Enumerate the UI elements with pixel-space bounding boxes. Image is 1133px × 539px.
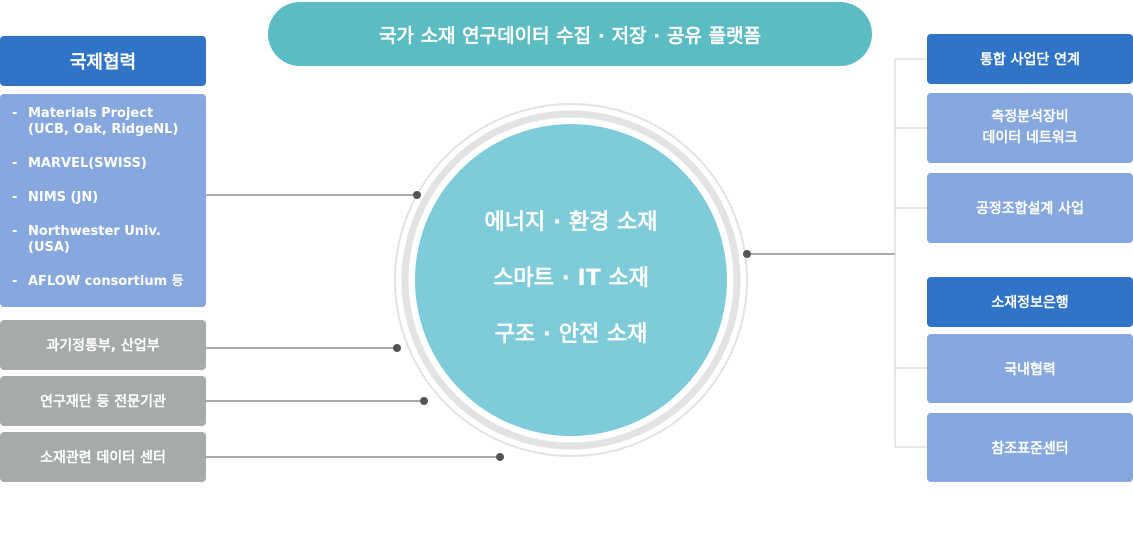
partner-box: 연구재단 등 전문기관 — [0, 376, 206, 426]
international-header: 국제협력 — [0, 36, 206, 86]
list-item: -MARVEL(SWISS) — [12, 156, 147, 171]
group1-item: 측정분석장비 데이터 네트워크 — [927, 93, 1133, 163]
connector-dot — [413, 191, 421, 199]
center-item: 구조 · 안전 소재 — [494, 322, 648, 347]
center-material-list: 에너지 · 환경 소재 스마트 · IT 소재 구조 · 안전 소재 — [415, 195, 727, 363]
list-item: -Materials Project (UCB, Oak, RidgeNL) — [12, 106, 179, 137]
partner-box: 과기정통부, 산업부 — [0, 320, 206, 370]
connector-dot — [393, 344, 401, 352]
group2-item: 참조표준센터 — [927, 413, 1133, 482]
international-list: -Materials Project (UCB, Oak, RidgeNL) -… — [0, 94, 206, 307]
list-item: -AFLOW consortium 등 — [12, 274, 184, 289]
list-item: -NIMS (JN) — [12, 190, 99, 205]
center-item: 스마트 · IT 소재 — [493, 266, 649, 291]
group2-header: 소재정보은행 — [927, 277, 1133, 327]
connector-dot — [496, 453, 504, 461]
platform-title: 국가 소재 연구데이터 수집 · 저장 · 공유 플랫폼 — [268, 2, 872, 66]
connector-dot — [420, 397, 428, 405]
group1-item: 공정조합설계 사업 — [927, 173, 1133, 243]
partner-box: 소재관련 데이터 센터 — [0, 432, 206, 482]
center-item: 에너지 · 환경 소재 — [484, 210, 658, 235]
group2-item: 국내협력 — [927, 334, 1133, 403]
list-item: -Northwester Univ. (USA) — [12, 224, 161, 255]
group1-header: 통합 사업단 연계 — [927, 34, 1133, 84]
center-circle — [415, 124, 727, 436]
